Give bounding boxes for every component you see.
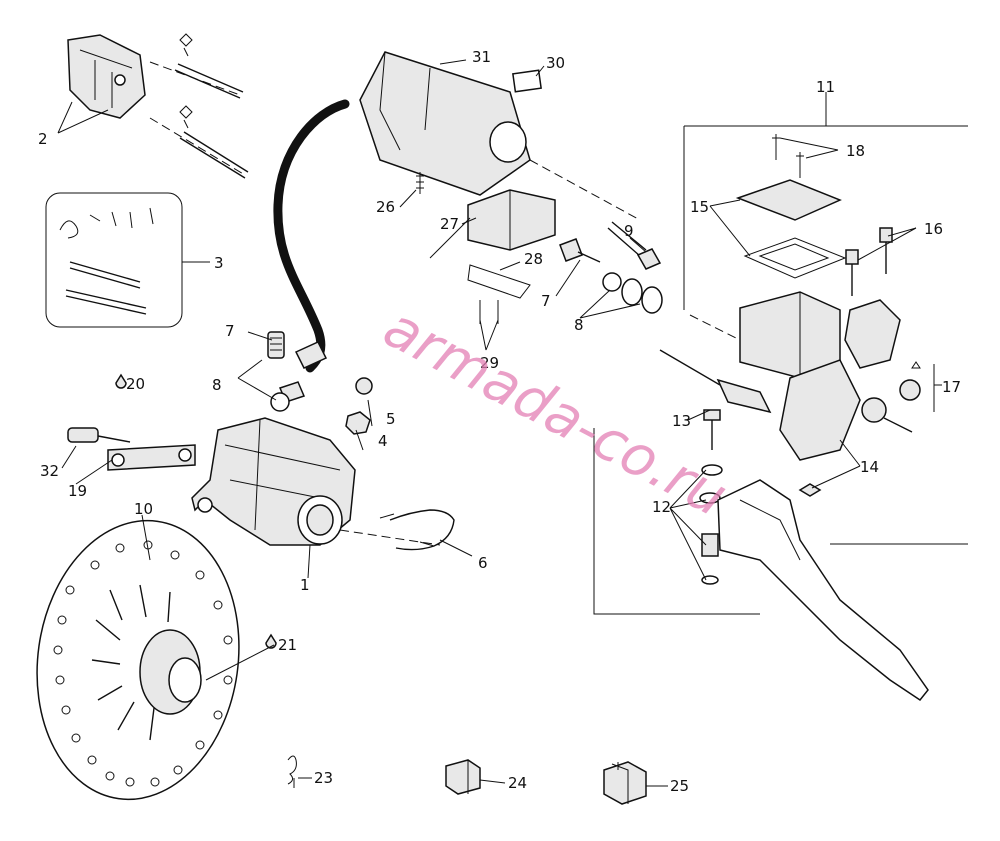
switch-housing	[359, 51, 641, 324]
callout-24: 24	[508, 774, 527, 792]
callout-7-master: 7	[541, 292, 551, 310]
bracket-parts	[67, 33, 249, 179]
callout-18: 18	[846, 142, 865, 160]
small-parts-bottom	[287, 755, 647, 805]
callout-21: 21	[278, 636, 297, 654]
callout-30: 30	[546, 54, 565, 72]
callout-16: 16	[924, 220, 943, 238]
callout-11: 11	[816, 78, 835, 96]
callout-29: 29	[480, 354, 499, 372]
callout-10: 10	[134, 500, 153, 518]
callout-15: 15	[690, 198, 709, 216]
callout-32: 32	[40, 462, 59, 480]
callout-20: 20	[126, 375, 145, 393]
callout-13: 13	[672, 412, 691, 430]
callout-3: 3	[214, 254, 224, 272]
callout-9: 9	[624, 222, 634, 240]
callout-5: 5	[386, 410, 396, 428]
callout-19: 19	[68, 482, 87, 500]
leader-lines	[57, 59, 942, 787]
callout-28: 28	[524, 250, 543, 268]
callout-4: 4	[378, 432, 388, 450]
brake-caliper	[191, 417, 441, 546]
banjo-fittings	[559, 221, 663, 314]
callout-25: 25	[670, 777, 689, 795]
callout-27: 27	[440, 215, 459, 233]
master-cylinder-assembly	[593, 112, 968, 702]
brake-hose	[273, 99, 350, 403]
callout-1: 1	[300, 576, 310, 594]
callout-12: 12	[652, 498, 671, 516]
callout-14: 14	[860, 458, 879, 476]
callout-8-caliper: 8	[212, 376, 222, 394]
caliper-small-parts	[67, 331, 455, 649]
callout-17: 17	[942, 378, 961, 396]
callout-31: 31	[472, 48, 491, 66]
callout-2: 2	[38, 130, 48, 148]
callout-23: 23	[314, 769, 333, 787]
callout-labels: 1 2 3 4 5 6 7 7 8 8 9 10 11 12 13 14 15 …	[38, 48, 961, 795]
callout-6: 6	[478, 554, 488, 572]
callout-26: 26	[376, 198, 395, 216]
hardware-kit-box	[45, 192, 210, 328]
callout-7-caliper: 7	[225, 322, 235, 340]
brake-disc	[36, 519, 240, 801]
callout-8-master: 8	[574, 316, 584, 334]
